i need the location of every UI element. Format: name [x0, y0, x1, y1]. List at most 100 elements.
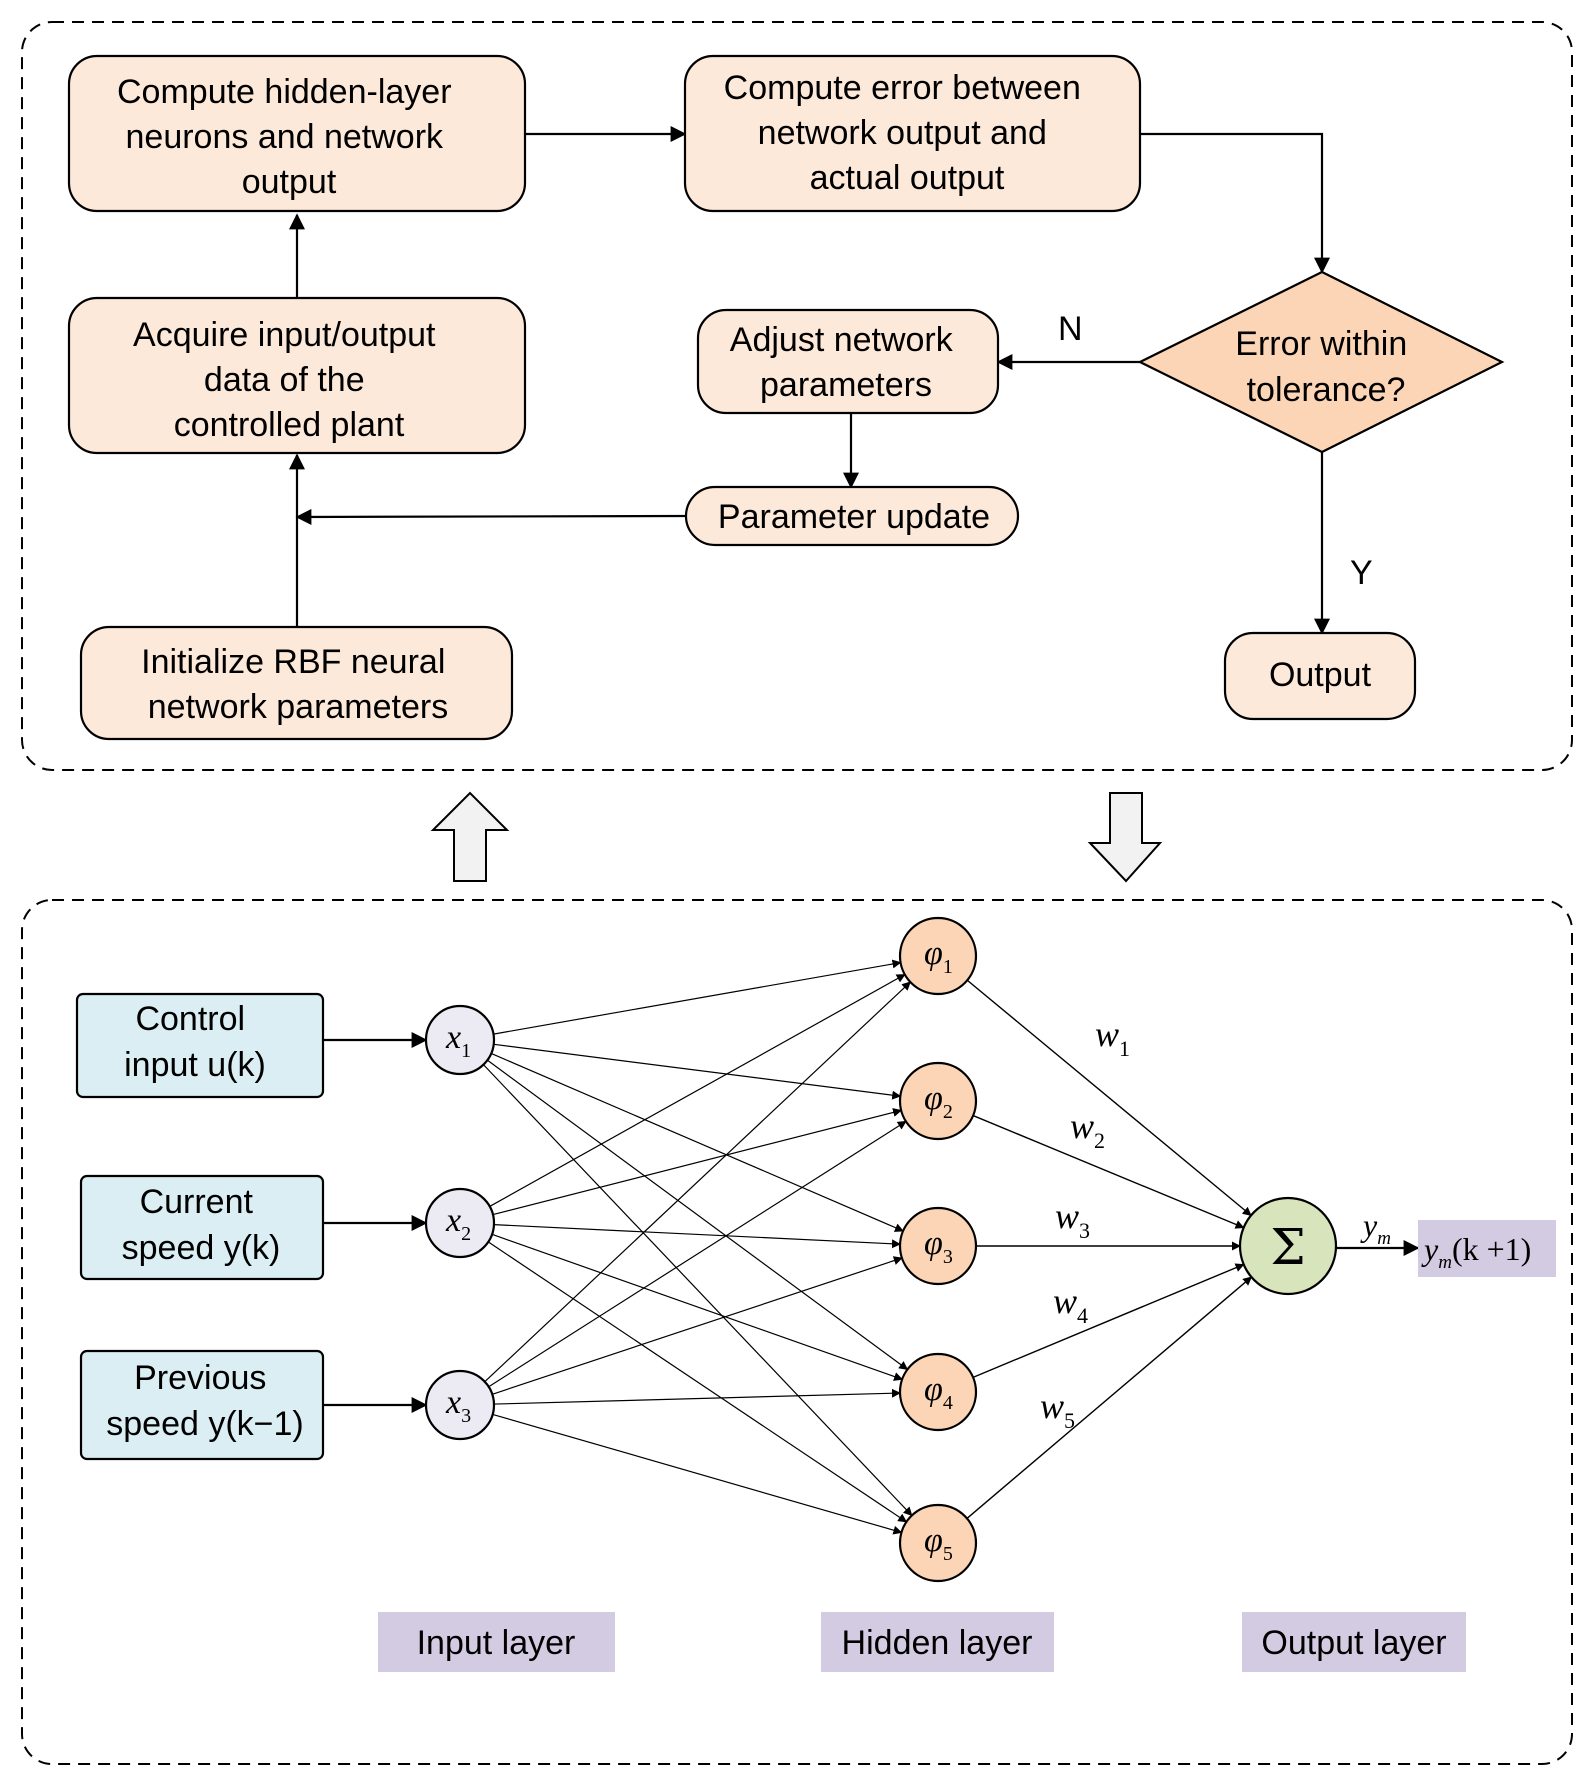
compute-error-line-3: actual output [810, 159, 1005, 197]
input-hidden-connection [490, 1052, 904, 1232]
input-hidden-connection [492, 1256, 903, 1395]
input-hidden-connection [492, 1108, 903, 1216]
layer-label-hidden: Hidden layer [821, 1612, 1054, 1672]
input-hidden-connection [491, 1233, 904, 1381]
acquire-line-3: controlled plant [174, 406, 405, 444]
svg-text:φ4: φ4 [924, 1371, 953, 1414]
box-adjust-parameters: Adjust network parameters [696, 308, 1000, 415]
up-hollow-arrow [430, 791, 510, 882]
layer-label-input: Input layer [378, 1612, 615, 1672]
hidden-node-phi4: φ4 [898, 1352, 978, 1432]
input-node-x3: x3 [424, 1369, 496, 1441]
input-hidden-connection [493, 959, 902, 1035]
weight-label-w3: w3 [1055, 1196, 1090, 1243]
hidden-node-phi1: φ1 [898, 916, 978, 996]
svg-text:x2: x2 [445, 1202, 471, 1245]
adjust-line-1: Adjust network [730, 321, 954, 359]
arrow-error-to-decision [1140, 132, 1330, 274]
input-box-previous-speed: Previous speed y(k−1) [79, 1349, 325, 1461]
branch-no-label: N [1058, 310, 1083, 348]
input-previous-line-2: speed y(k−1) [106, 1405, 304, 1443]
arrow-update-to-main [295, 508, 687, 525]
input-hidden-connection [493, 1043, 902, 1100]
acquire-line-2: data of the [204, 361, 365, 399]
svg-text:Adjust network parameter: Adjust network parameters [730, 321, 962, 404]
layer-label-input-text: Input layer [417, 1624, 576, 1662]
weight-label-w4: w4 [1053, 1281, 1088, 1328]
svg-text:Compute hidden-layer neu: Compute hidden-layer neurons and network… [117, 73, 461, 201]
svg-text:Current speed y(k): Current speed y(k) [122, 1183, 281, 1267]
decision-line-2: tolerance? [1247, 371, 1406, 409]
input-hidden-connection [493, 1388, 901, 1405]
input-hidden-connection [492, 1413, 903, 1535]
svg-text:φ3: φ3 [924, 1225, 953, 1268]
input-control-line-1: Control [135, 1000, 245, 1038]
svg-text:x3: x3 [445, 1384, 471, 1427]
input-hidden-connection [487, 1059, 909, 1371]
input-current-line-1: Current [140, 1183, 254, 1221]
initialize-line-1: Initialize RBF neural [141, 643, 445, 681]
hidden-sum-connection [972, 1114, 1245, 1229]
svg-text:Previous speed y(k−1): Previous speed y(k−1) [106, 1359, 304, 1443]
parameter-update-text: Parameter update [718, 498, 990, 536]
network-panel [21, 899, 1573, 1765]
input-previous-line-1: Previous [134, 1359, 266, 1397]
compute-hidden-line-3: output [242, 163, 337, 201]
input-hidden-connection [484, 981, 911, 1383]
svg-text:φ1: φ1 [924, 935, 953, 978]
sum-symbol: Σ [1270, 1218, 1305, 1276]
svg-text:Compute error between ne: Compute error between network output and… [724, 69, 1091, 197]
compute-hidden-line-1: Compute hidden-layer [117, 73, 452, 111]
input-control-line-2: input u(k) [124, 1046, 266, 1084]
layer-label-output-text: Output layer [1261, 1624, 1446, 1662]
hidden-sum-connection [966, 979, 1252, 1216]
box-parameter-update: Parameter update [684, 485, 1020, 547]
box-output: Output [1223, 631, 1417, 721]
svg-text:φ5: φ5 [924, 1522, 953, 1565]
input-hidden-connection [489, 974, 906, 1207]
down-hollow-arrow [1087, 792, 1163, 883]
input-node-x2: x2 [424, 1187, 496, 1259]
input-box-control: Control input u(k) [75, 992, 325, 1099]
decision-line-1: Error within [1235, 325, 1407, 363]
svg-text:x1: x1 [445, 1019, 471, 1062]
svg-text:ym(k +1): ym(k +1) [1421, 1231, 1531, 1273]
initialize-line-2: network parameters [148, 688, 448, 726]
svg-text:Control input u(k): Control input u(k) [124, 1000, 266, 1084]
input-hidden-connection [493, 1224, 901, 1249]
adjust-line-2: parameters [760, 366, 932, 404]
input-layer-nodes: x1 x2 x3 [424, 1004, 496, 1441]
hidden-sum-connection [972, 1263, 1245, 1379]
ym-label: ym [1360, 1207, 1391, 1249]
weight-label-w1: w1 [1095, 1014, 1130, 1061]
input-hidden-connection [487, 1241, 908, 1523]
output-text: Output [1269, 656, 1372, 694]
acquire-line-1: Acquire input/output [133, 316, 436, 354]
compute-error-line-2: network output and [758, 114, 1047, 152]
branch-yes-label: Y [1350, 554, 1373, 592]
hidden-sum-connection [966, 1276, 1253, 1519]
layer-label-output: Output layer [1242, 1612, 1466, 1672]
box-initialize: Initialize RBF neural network parameters [79, 625, 514, 741]
input-hidden-connection [488, 1120, 907, 1388]
hidden-node-phi2: φ2 [898, 1061, 978, 1141]
decision-diamond: Error within tolerance? [1137, 270, 1505, 454]
weight-label-w5: w5 [1040, 1386, 1075, 1433]
final-output-label: ym(k +1) [1418, 1220, 1556, 1277]
input-box-current-speed: Current speed y(k) [79, 1174, 325, 1281]
layer-label-hidden-text: Hidden layer [842, 1624, 1033, 1662]
flowchart-connectors [289, 126, 1330, 635]
compute-hidden-line-2: neurons and network [126, 118, 445, 156]
input-hidden-connection [482, 1064, 913, 1517]
svg-text:Error within tolerance?: Error within tolerance? [1235, 325, 1416, 409]
box-compute-hidden: Compute hidden-layer neurons and network… [67, 54, 527, 213]
svg-text:Initialize RBF neural ne: Initialize RBF neural network parameters [141, 643, 455, 726]
flowchart-panel [21, 21, 1573, 771]
hidden-layer-nodes: φ1 φ2 φ3 φ4 φ5 [898, 916, 978, 1583]
svg-text:Acquire input/output dat: Acquire input/output data of the control… [133, 316, 445, 444]
weight-labels: w1 w2 w3 w4 w5 [1040, 1014, 1130, 1433]
hidden-node-phi3: φ3 [898, 1206, 978, 1286]
weight-label-w2: w2 [1070, 1106, 1105, 1153]
svg-text:φ2: φ2 [924, 1080, 953, 1123]
